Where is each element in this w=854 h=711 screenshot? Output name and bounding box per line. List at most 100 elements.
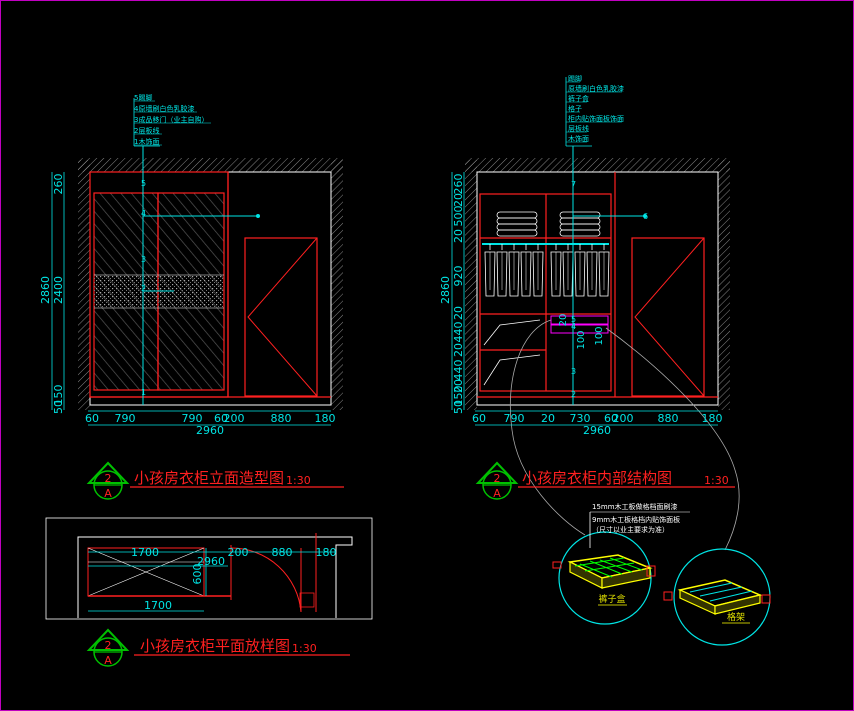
- interior-dim-vertical: 440: [452, 322, 465, 343]
- garment: [520, 244, 532, 297]
- plan-dim-top-3: 880: [272, 546, 293, 559]
- symbol-number: 2: [494, 472, 501, 485]
- plan-dim-top-1: 1700: [131, 546, 159, 559]
- elevation-total-height: 2860: [39, 276, 52, 304]
- elevation-dim: 60: [85, 412, 99, 425]
- garment: [484, 244, 496, 297]
- interior-note: 层板线: [568, 124, 589, 133]
- interior-title: 小孩房衣柜内部结构图: [522, 469, 672, 487]
- interior-note: 踢脚: [568, 74, 582, 83]
- elevation-scale: 1:30: [286, 474, 311, 487]
- plan-title: 小孩房衣柜平面放样图: [140, 637, 290, 655]
- interior-dim-vertical: 500: [452, 206, 465, 227]
- plan-view: 1700 200 880 180 2960 600 1700 2 A 小孩房衣柜…: [45, 517, 373, 667]
- interior-dim-vertical: 20: [452, 193, 465, 207]
- interior-dim: 180: [702, 412, 723, 425]
- interior-dim: 880: [658, 412, 679, 425]
- interior-dim: 200: [613, 412, 634, 425]
- elevation-marker: 2: [141, 284, 146, 293]
- detail-label-right: 格架: [727, 611, 745, 623]
- plan-depth: 600: [191, 564, 204, 585]
- garment: [562, 244, 574, 297]
- garment: [508, 244, 520, 297]
- swing-door: [244, 237, 318, 397]
- elevation-total-width: 2960: [196, 424, 224, 437]
- interior-marker: 2: [571, 390, 576, 399]
- elevation-dim: 60: [214, 412, 228, 425]
- garment: [496, 244, 508, 297]
- elevation-marker: 1: [141, 388, 146, 397]
- interior-dim-vertical: 440: [452, 360, 465, 381]
- interior-title-symbol: 2 A: [475, 461, 519, 500]
- interior-dim-vertical: 20: [452, 306, 465, 320]
- interior-marker: 7: [571, 180, 576, 189]
- elevation-title: 小孩房衣柜立面造型图: [134, 469, 284, 487]
- elevation-dim-vertical: 150: [52, 385, 65, 406]
- plan-dim-top-2: 200: [228, 546, 249, 559]
- elevation-dim: 200: [224, 412, 245, 425]
- interior-inner-dim: 100: [576, 330, 587, 349]
- folded-clothes-right: [559, 211, 601, 237]
- interior-dim-vertical: 260: [452, 174, 465, 195]
- interior-note: 柜内贴饰面板饰面: [568, 114, 624, 123]
- elevation-note: 2层板线: [134, 126, 159, 135]
- elevation-dim: 790: [182, 412, 203, 425]
- interior-dim: 730: [570, 412, 591, 425]
- elevation-note: 3成品移门（业主自购）: [134, 115, 208, 124]
- detail-label-left: 裤子盒: [598, 593, 625, 605]
- interior-dim: 60: [604, 412, 618, 425]
- interior-dim-vertical: 20: [452, 343, 465, 357]
- symbol-number: 2: [105, 639, 112, 652]
- interior-dim-vertical: 920: [452, 266, 465, 287]
- elevation-note: 4原墙刷白色乳胶漆: [134, 104, 194, 113]
- garment: [598, 244, 610, 297]
- interior-total-height: 2860: [439, 276, 452, 304]
- garment: [532, 244, 544, 297]
- garment: [550, 244, 562, 297]
- detail-shelf-rack: 格架: [663, 548, 771, 646]
- garment: [586, 244, 598, 297]
- elevation-dim: 880: [271, 412, 292, 425]
- door-swing-mark: [247, 237, 318, 397]
- plan-total-width: 2960: [197, 555, 225, 568]
- interior-note: 原墙刷白色乳胶漆: [568, 84, 624, 93]
- folded-clothes-left: [496, 211, 538, 237]
- plan-title-symbol: 2 A: [86, 628, 130, 667]
- interior-marker: 3: [571, 367, 576, 376]
- interior-dim: 790: [504, 412, 525, 425]
- interior-total-width: 2960: [583, 424, 611, 437]
- interior-dim-vertical: 20: [452, 379, 465, 393]
- elevation-dim: 790: [115, 412, 136, 425]
- elevation-dim-vertical: 260: [52, 174, 65, 195]
- elevation-marker: 3: [141, 255, 146, 264]
- elevation-note: 1木饰面: [134, 137, 159, 146]
- elevation-dim: 180: [315, 412, 336, 425]
- interior-dim-vertical: 20: [452, 229, 465, 243]
- interior-dim: 20: [541, 412, 555, 425]
- interior-dim-vertical: 50: [452, 400, 465, 414]
- symbol-sheet: A: [104, 654, 112, 667]
- interior-marker: 4: [571, 322, 576, 331]
- interior-scale: 1:30: [704, 474, 729, 487]
- right-wall-hatch: [331, 160, 343, 410]
- plan-door-arc: [230, 547, 302, 613]
- plan-dim-bottom: 1700: [144, 599, 172, 612]
- plan-dim-top-4: 180: [316, 546, 337, 559]
- elevation-dim-vertical: 2400: [52, 276, 65, 304]
- symbol-number: 2: [105, 472, 112, 485]
- interior-note: 裤子盒: [568, 94, 589, 103]
- interior-dim-vertical: 150: [452, 386, 465, 407]
- symbol-sheet: A: [493, 487, 501, 500]
- left-wall-hatch: [78, 160, 90, 410]
- interior-inner-dim: 100: [594, 326, 605, 345]
- detail-note-2: 9mm木工板格档内贴饰面板: [592, 515, 680, 524]
- elevation-dim-vertical: 50: [52, 400, 65, 414]
- plan-scale: 1:30: [292, 642, 317, 655]
- elevation-marker: 5: [141, 179, 146, 188]
- elevation-note: 5踢脚: [134, 93, 152, 102]
- elevation-title-symbol: 2 A: [86, 461, 130, 500]
- hanging-clothes: [484, 244, 610, 297]
